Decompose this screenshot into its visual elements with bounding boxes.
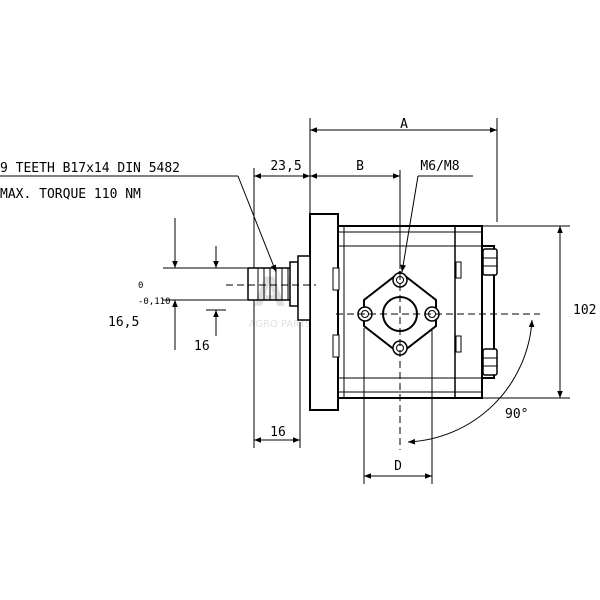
- dim-shaft-offset-label: 23,5: [270, 159, 301, 174]
- bolt-top: [482, 248, 498, 276]
- dim-key-width-label: 16: [194, 339, 210, 354]
- dim-angle-label: 90°: [505, 407, 528, 422]
- spec-torque-label: MAX. TORQUE 110 NM: [0, 187, 141, 202]
- dim-d-label: D: [394, 459, 402, 474]
- dim-height-label: 102: [573, 303, 596, 318]
- dim-shaft-dia-label: 16,5: [108, 315, 139, 330]
- dim-a-label: A: [400, 117, 408, 132]
- dim-tol-upper-label: 0: [138, 281, 143, 291]
- drive-shaft: [247, 255, 311, 321]
- dimension-lines: [0, 118, 570, 484]
- center-lines: [226, 262, 540, 450]
- dim-tol-lower-label: -0,110: [138, 297, 171, 307]
- mounting-flange: [309, 213, 339, 411]
- pump-body: [309, 213, 498, 411]
- dim-shaft-length-label: 16: [270, 425, 286, 440]
- bolt-bottom: [482, 348, 498, 376]
- dim-thread-label: M6/M8: [420, 159, 459, 174]
- port-bore: [382, 296, 418, 332]
- dim-b-label: B: [356, 159, 364, 174]
- spec-teeth-label: 9 TEETH B17x14 DIN 5482: [0, 161, 180, 176]
